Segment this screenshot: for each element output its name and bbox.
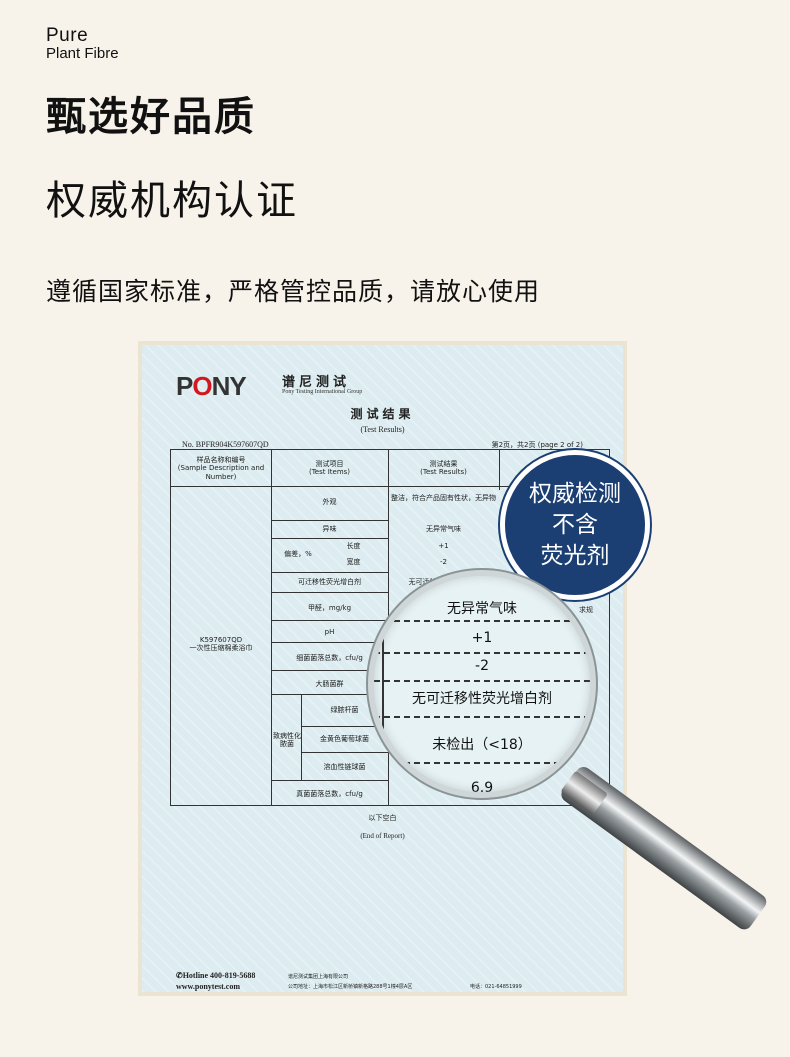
lens-row: 6.9 bbox=[470, 780, 494, 796]
row-item: 异味 bbox=[322, 525, 337, 533]
pony-logo: PONY bbox=[176, 371, 247, 401]
row-item: 真菌菌落总数，cfu/g bbox=[296, 790, 363, 798]
header-results: 测试结果(Test Results) bbox=[420, 460, 467, 477]
certification-badge: 权威检测 不含 荧光剂 bbox=[500, 450, 650, 600]
pony-logo-cn: 谱尼测试 bbox=[282, 375, 351, 390]
row-item: 外观 bbox=[322, 498, 337, 506]
brand-logo: Pure Plant Fibre bbox=[46, 26, 119, 62]
lens-row: -2 bbox=[475, 658, 489, 674]
badge-line3: 荧光剂 bbox=[540, 543, 610, 569]
row-result: -2 bbox=[440, 558, 447, 566]
row-item: 大肠菌群 bbox=[315, 680, 344, 688]
end-of-report: 以下空白 bbox=[368, 814, 397, 822]
header-items: 测试项目(Test Items) bbox=[308, 460, 351, 477]
row-result: +1 bbox=[438, 542, 449, 550]
report-title-en: (Test Results) bbox=[360, 425, 405, 434]
headline-secondary: 权威机构认证 bbox=[46, 178, 298, 224]
report-title: 测试结果 bbox=[350, 407, 415, 421]
headline-primary: 甄选好品质 bbox=[46, 94, 256, 140]
pathogen-label: 致病性化脓菌 bbox=[273, 732, 301, 749]
row-result: 无异常气味 bbox=[426, 525, 461, 533]
phone: 电话：021-64851999 bbox=[470, 984, 522, 990]
row-result: 整洁，符合产品固有性状，无异物 bbox=[391, 494, 496, 502]
lens-row: 无可迁移性荧光增白剂 bbox=[412, 691, 552, 707]
row-item: 金黄色葡萄球菌 bbox=[320, 735, 369, 743]
row-item: 绿脓杆菌 bbox=[330, 706, 359, 714]
row-item: 宽度 bbox=[346, 558, 361, 566]
pony-logo-en: Pony Testing International Group bbox=[282, 389, 363, 395]
row-item: 甲醛，mg/kg bbox=[307, 604, 352, 612]
address: 公司地址：上海市松江区新桥镇新格路288号1幢4层A区 bbox=[288, 984, 413, 990]
report-page: 第2页，共2页 (page 2 of 2) bbox=[491, 441, 583, 449]
badge-line2: 不含 bbox=[552, 512, 598, 538]
brand-line2: Plant Fibre bbox=[46, 44, 119, 62]
end-of-report-en: (End of Report) bbox=[360, 832, 405, 840]
lens-row: +1 bbox=[471, 630, 493, 646]
subtitle: 遵循国家标准，严格管控品质，请放心使用 bbox=[46, 277, 541, 306]
company: 谱尼测试集团上海有限公司 bbox=[288, 974, 349, 980]
website: www.ponytest.com bbox=[176, 982, 240, 991]
deviation-label: 偏差，% bbox=[284, 550, 312, 558]
badge-line1: 权威检测 bbox=[529, 481, 621, 507]
partial-text: 求规 bbox=[579, 606, 593, 614]
report-number: No. BPFR904K597607QD bbox=[182, 440, 269, 449]
row-item: 长度 bbox=[346, 542, 361, 550]
hotline: ✆Hotline 400-819-5688 bbox=[176, 971, 256, 980]
row-item: pH bbox=[324, 628, 335, 636]
lens-row: 未检出（<18） bbox=[432, 737, 532, 753]
brand-line1: Pure bbox=[46, 25, 89, 46]
lens-row: 无异常气味 bbox=[447, 601, 517, 617]
header-sample: 样品名称和编号(Sample Description and Number) bbox=[177, 456, 265, 481]
magnifier-lens: 无异常气味 +1 -2 无可迁移性荧光增白剂 未检出（<18） 6.9 bbox=[368, 570, 596, 798]
row-item: 细菌菌落总数，cfu/g bbox=[296, 654, 363, 662]
row-item: 溶血性链球菌 bbox=[323, 763, 366, 771]
row-item: 可迁移性荧光增白剂 bbox=[298, 578, 361, 586]
